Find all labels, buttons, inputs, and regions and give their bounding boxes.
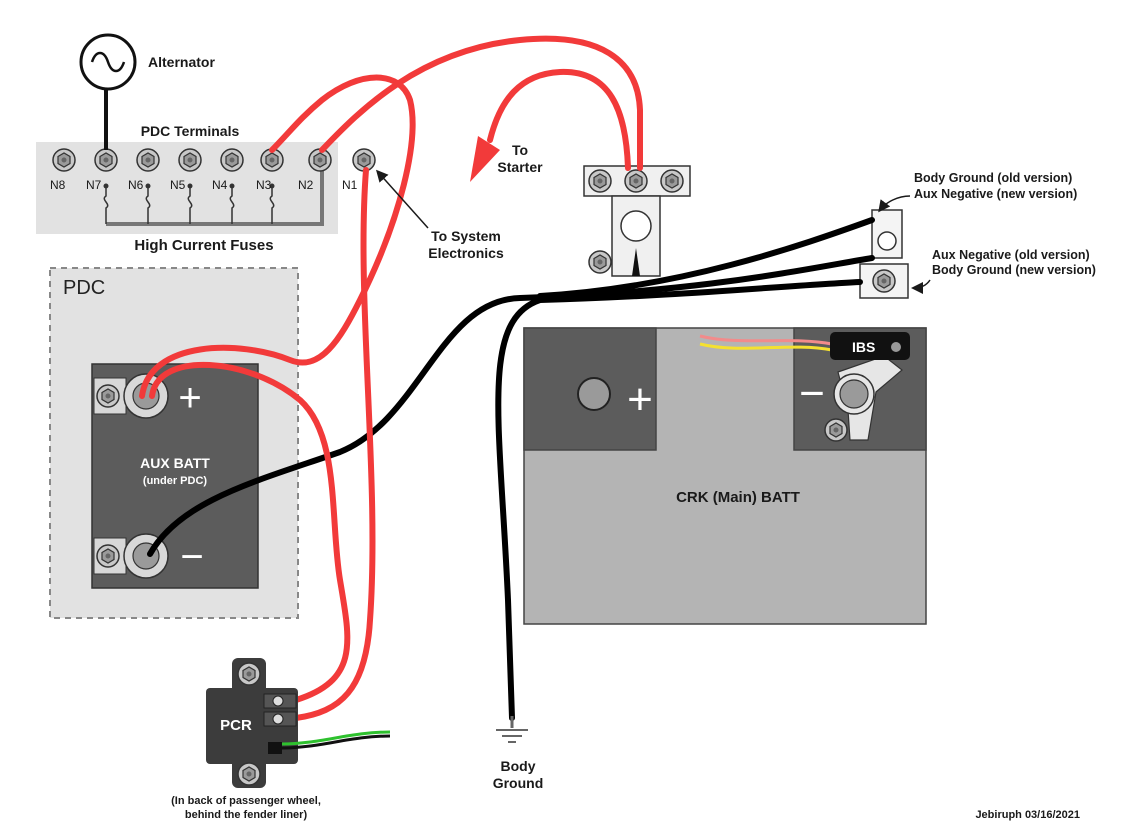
to-starter-arrow [470, 136, 500, 182]
terminal-n6-label: N6 [128, 178, 144, 192]
pcr-note-2: behind the fender liner) [185, 809, 308, 821]
main-plus-sign: + [627, 375, 653, 424]
crk-batt-label: CRK (Main) BATT [676, 489, 800, 506]
aux-plus-sign: + [178, 376, 201, 420]
pcr-control-wire [281, 730, 391, 746]
terminal-n8-label: N8 [50, 178, 66, 192]
terminal-labels: N8 N7 N6 N5 N4 N3 N2 N1 [50, 178, 358, 192]
ibs-red-wire [699, 334, 833, 346]
body-ground-label-2: Ground [493, 775, 544, 791]
to-starter-cable [487, 68, 631, 171]
main-minus-sign: − [799, 369, 825, 418]
aux-negative-old-label: Aux Negative (old version) [932, 248, 1090, 262]
main-negative-post [839, 379, 869, 409]
to-system-arrow [376, 169, 429, 229]
body-ground-cable [495, 279, 863, 721]
high-current-fuses [103, 186, 275, 224]
body-ground-old-label: Body Ground (old version) [914, 171, 1072, 185]
ibs-yellow-wire [699, 342, 833, 352]
aux-negative-old-arrow [911, 279, 931, 294]
terminal-n7-label: N7 [86, 178, 102, 192]
credit-label: Jebiruph 03/16/2021 [975, 809, 1080, 821]
aux-batt-label: AUX BATT [140, 455, 210, 471]
n2-to-starter-cable [319, 35, 643, 171]
pcr-label: PCR [220, 717, 252, 734]
pcr-ground-wire [281, 734, 391, 750]
ibs-label: IBS [852, 339, 875, 355]
ground-symbol-icon [496, 729, 528, 743]
aux-positive-to-n3-cable [139, 74, 416, 399]
to-system-label-2: Electronics [428, 245, 504, 261]
pdc-terminals-label: PDC Terminals [141, 123, 240, 139]
ibs-sensor [830, 332, 910, 360]
aux-negative-cable [147, 255, 875, 557]
aux-minus-sign: − [180, 535, 203, 579]
fuse-bus-bar [106, 162, 324, 226]
terminal-n3-label: N3 [256, 178, 272, 192]
pcr-note-1: (In back of passenger wheel, [171, 795, 321, 807]
to-starter-label-1: To [512, 142, 528, 158]
ground-lug-cable [537, 217, 875, 299]
to-system-label-1: To System [431, 228, 501, 244]
main-positive-post [577, 377, 611, 411]
aux-batt-sublabel: (under PDC) [143, 475, 208, 487]
pdc-label: PDC [63, 277, 105, 299]
body-ground-old-arrow [878, 195, 911, 213]
n1-to-pcr-cable [293, 167, 376, 721]
alternator-label: Alternator [148, 54, 215, 70]
terminal-n1-label: N1 [342, 178, 358, 192]
body-ground-new-label: Body Ground (new version) [932, 263, 1096, 277]
body-ground-label-1: Body [501, 758, 536, 774]
aux-negative-new-label: Aux Negative (new version) [914, 187, 1077, 201]
aux-positive-to-pcr-cable [149, 361, 351, 703]
to-starter-label-2: Starter [497, 159, 543, 175]
terminal-n2-label: N2 [298, 178, 314, 192]
terminal-n4-label: N4 [212, 178, 228, 192]
high-current-fuses-label: High Current Fuses [134, 237, 273, 254]
terminal-n5-label: N5 [170, 178, 186, 192]
